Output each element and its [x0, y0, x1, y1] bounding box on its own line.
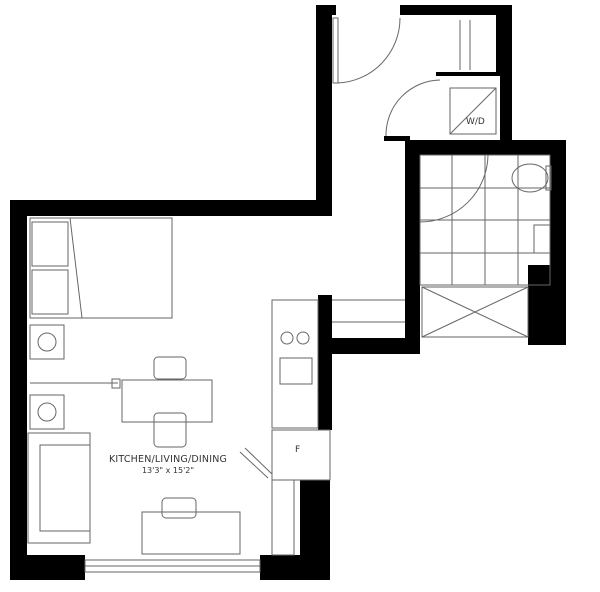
washer-dryer-label: W/D [466, 117, 485, 127]
fridge-label: F [295, 445, 301, 455]
walls [10, 5, 566, 580]
fixtures [27, 17, 552, 573]
room-name: KITCHEN/LIVING/DINING [108, 454, 228, 465]
room-dimensions: 13'3" x 15'2" [141, 466, 195, 475]
